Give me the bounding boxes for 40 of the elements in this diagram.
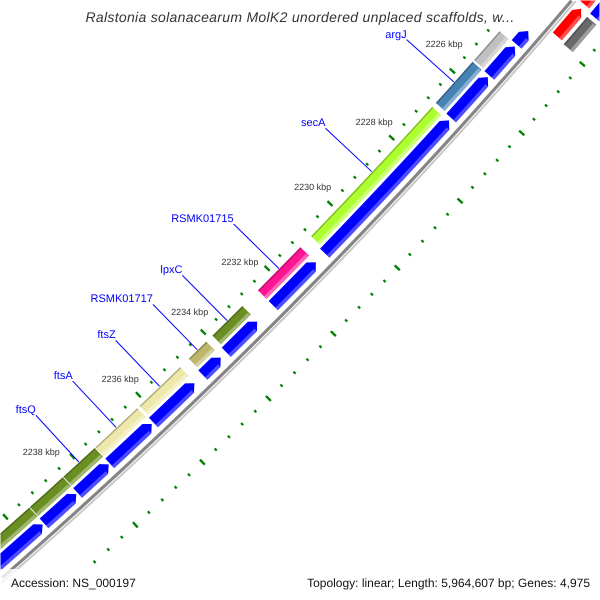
pointed-gene-block xyxy=(268,262,316,310)
pointed-gene-block xyxy=(590,2,600,22)
leader-line xyxy=(115,340,160,387)
leader-line xyxy=(324,128,372,172)
gene-label: ftsA xyxy=(54,370,73,382)
gene-label: ftsQ xyxy=(16,404,36,416)
leader-line xyxy=(152,304,198,350)
pointed-gene-block xyxy=(198,358,221,380)
gene-block xyxy=(564,16,596,52)
pointed-gene-block xyxy=(222,322,258,357)
pointed-gene-block xyxy=(484,46,516,80)
pointed-gene-block xyxy=(73,464,109,498)
pointed-gene-block xyxy=(40,494,76,528)
scale-label: 2234 kbp xyxy=(171,306,208,317)
pointed-gene-block xyxy=(148,383,194,428)
leader-line xyxy=(406,39,454,83)
map-title: Ralstonia solanacearum MolK2 unordered unplaced scaffolds, w... xyxy=(85,9,515,26)
leader-line xyxy=(35,414,80,462)
footer-text: Topology: linear; Length: 5,964,607 bp; Genes: 4,975 xyxy=(307,576,590,590)
pointed-gene-block xyxy=(446,77,488,122)
scale-label: 2232 kbp xyxy=(221,256,258,267)
gene-label: argJ xyxy=(385,28,407,41)
pointed-gene-block xyxy=(0,524,43,571)
gene-label: ftsZ xyxy=(97,329,116,342)
leader-line xyxy=(233,224,280,270)
leader-line xyxy=(182,274,228,322)
pointed-gene-block xyxy=(105,424,152,468)
scale-label: 2230 kbp xyxy=(294,182,332,192)
scale-label: 2238 kbp xyxy=(22,447,60,458)
pointed-gene-block xyxy=(512,31,529,49)
gene-label: lpxC xyxy=(160,264,182,276)
scale-label: 2228 kbp xyxy=(356,116,393,126)
gene-label: secA xyxy=(301,117,326,130)
pointed-gene-block xyxy=(580,0,596,8)
footer-text: Accession: NS_000197 xyxy=(11,576,136,590)
leader-line xyxy=(72,380,117,428)
scale-label: 2226 kbp xyxy=(426,39,463,50)
scale-label: 2236 kbp xyxy=(102,374,139,384)
gene-label: RSMK01717 xyxy=(90,293,153,306)
gene-label: RSMK01715 xyxy=(171,213,234,225)
